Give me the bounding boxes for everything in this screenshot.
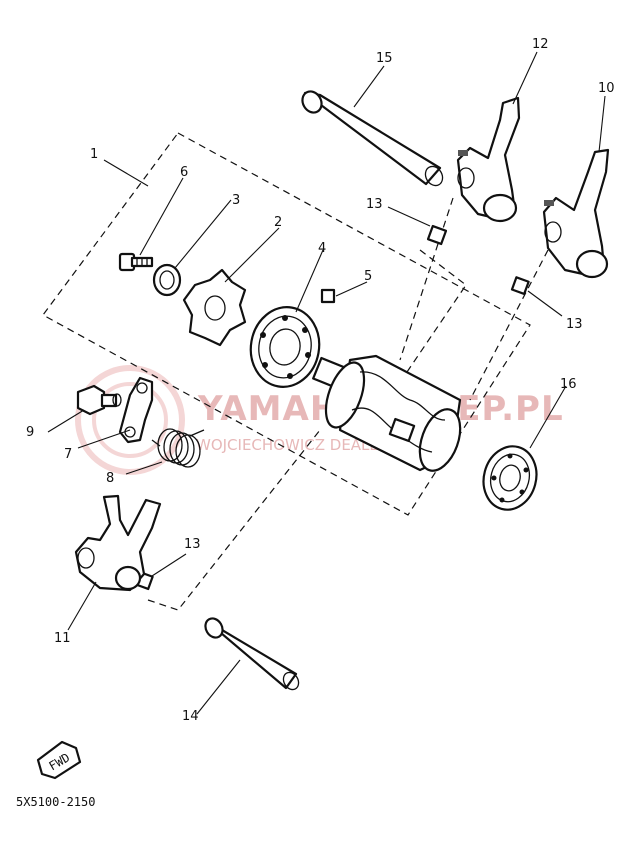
part-number-labels: 1 3 6 2 4 5 15 12 10 13 13 16 9 7 8 13 1…	[26, 37, 615, 724]
part-number-11: 11	[54, 631, 71, 646]
part-number-13-right: 13	[566, 317, 583, 332]
washer-3	[152, 263, 182, 297]
alignment-lines	[147, 197, 549, 611]
forward-arrow-icon: FWD	[36, 740, 82, 780]
bolt-9	[76, 384, 122, 416]
leader-lines	[47, 51, 606, 715]
segment-2	[182, 268, 247, 347]
part-number-7: 7	[64, 447, 72, 462]
part-number-1: 1	[90, 147, 98, 162]
part-number-4: 4	[318, 241, 326, 256]
shift-drum	[312, 354, 462, 472]
part-number-14: 14	[182, 709, 199, 724]
shift-fork-11	[74, 494, 162, 592]
torsion-spring-8	[151, 428, 205, 468]
part-number-16: 16	[560, 377, 577, 392]
shift-fork-10	[542, 148, 610, 279]
bearing-4	[249, 306, 321, 388]
shift-fork-shaft-lower	[204, 617, 300, 691]
part-number-12: 12	[532, 37, 549, 52]
guide-pin-upper	[426, 224, 448, 246]
stopper-lever-7	[118, 376, 154, 444]
shift-fork-shaft-upper	[301, 90, 444, 187]
part-number-10: 10	[598, 81, 615, 96]
pin-5	[320, 288, 336, 304]
part-number-6: 6	[180, 165, 188, 180]
bearing-16	[482, 445, 538, 511]
assembly-group-outline	[42, 132, 531, 516]
part-number-13-upper: 13	[366, 197, 383, 212]
part-number-13-lower: 13	[184, 537, 201, 552]
guide-pin-right	[510, 276, 530, 296]
shift-fork-12	[456, 96, 521, 223]
diagram-code: 5X5100-2150	[16, 795, 95, 809]
part-number-8: 8	[106, 471, 114, 486]
part-number-5: 5	[364, 269, 372, 284]
part-number-15: 15	[376, 51, 393, 66]
part-number-2: 2	[274, 215, 282, 230]
part-number-9: 9	[26, 425, 34, 440]
screw-6	[118, 252, 154, 272]
part-number-3: 3	[232, 193, 240, 208]
